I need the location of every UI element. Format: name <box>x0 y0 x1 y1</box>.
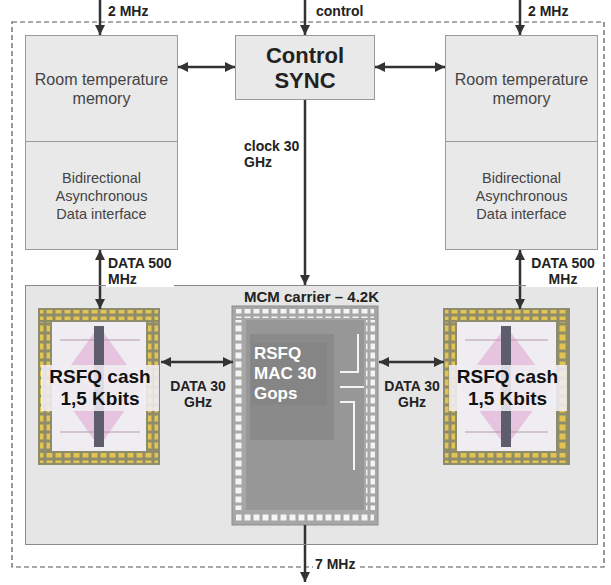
cache-chip: RSFQ cash 1,5 Kbits <box>444 309 571 466</box>
data-link <box>99 250 102 309</box>
memory-box: Room temperature memoryBidirectional Asy… <box>445 35 598 250</box>
input-arrow <box>519 0 522 35</box>
chip-die <box>38 308 160 465</box>
output-arrow <box>304 525 307 582</box>
carrier-title: MCM carrier – 4.2K <box>244 288 379 305</box>
data-link <box>161 361 233 364</box>
memory-section: Room temperature memory <box>446 36 597 141</box>
signal-label: 2 MHz <box>528 3 568 19</box>
carrier-band: MCM carrier – 4.2K RSFQ cash 1,5 Kbits RSF… <box>25 285 598 545</box>
input-arrow <box>304 0 307 35</box>
chip-pads <box>366 320 375 510</box>
chip-wires <box>340 334 364 470</box>
data-link <box>375 66 445 69</box>
cache-chip-picture <box>38 308 160 465</box>
chip-pads <box>40 453 158 463</box>
signal-label: clock 30 GHz <box>242 138 304 170</box>
system-boundary <box>12 22 604 567</box>
cache-chip-picture <box>443 308 570 465</box>
signal-label: DATA 500 MHz <box>106 255 174 287</box>
memory-title: Room temperature memory <box>450 70 593 108</box>
data-link <box>519 250 522 309</box>
signal-label: DATA 500 MHz <box>526 255 600 287</box>
chip-core <box>250 334 334 440</box>
chip-pads <box>235 320 244 510</box>
input-arrow <box>99 0 102 35</box>
cache-chip: RSFQ cash 1,5 Kbits <box>39 309 161 466</box>
signal-label: control <box>316 3 363 19</box>
signal-label: DATA 30 GHz <box>164 378 232 410</box>
chip-pads <box>236 309 374 318</box>
memory-section: Room temperature memory <box>26 36 177 141</box>
chip-pads <box>445 310 568 320</box>
chip-die <box>232 306 378 525</box>
data-link <box>178 66 235 69</box>
chip-title: RSFQ cash 1,5 Kbits <box>449 365 567 411</box>
control-box: Control SYNC <box>235 35 375 100</box>
memory-title: Room temperature memory <box>30 70 173 108</box>
signal-label: 2 MHz <box>108 3 148 19</box>
chip-title: RSFQ cash 1,5 Kbits <box>41 365 159 411</box>
memory-section: Bidirectional Asynchronous Data interfac… <box>446 141 597 249</box>
control-title: Control SYNC <box>255 43 355 93</box>
signal-label: 7 MHz <box>313 556 357 572</box>
interface-title: Bidirectional Asynchronous Data interfac… <box>42 169 162 223</box>
chip-title: RSFQ MAC 30 Gops <box>251 343 327 405</box>
memory-box: Room temperature memoryBidirectional Asy… <box>25 35 178 250</box>
mac-chip: RSFQ MAC 30 Gops <box>233 307 379 526</box>
signal-label: DATA 30 GHz <box>378 378 446 410</box>
memory-section: Bidirectional Asynchronous Data interfac… <box>26 141 177 249</box>
carrier-fill <box>25 285 598 545</box>
chip-core <box>246 320 364 510</box>
chip-pads <box>40 310 158 320</box>
chip-pads <box>236 513 374 522</box>
chip-die <box>443 308 570 465</box>
mac-chip-picture <box>232 306 378 525</box>
data-link <box>379 361 444 364</box>
data-link <box>304 100 307 285</box>
interface-title: Bidirectional Asynchronous Data interfac… <box>462 169 582 223</box>
chip-pads <box>445 453 568 463</box>
